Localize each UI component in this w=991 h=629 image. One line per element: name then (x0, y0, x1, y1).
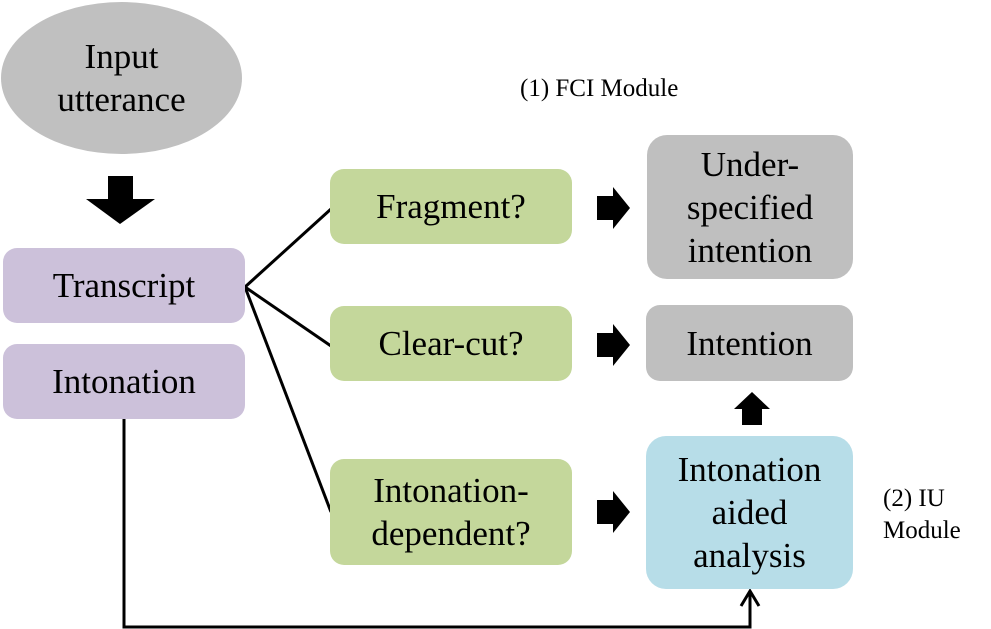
transcript-node: Transcript (3, 248, 245, 323)
intention-label: Intention (686, 323, 813, 363)
clear-cut-label: Clear-cut? (378, 324, 524, 363)
block-arrow-right-icon (597, 491, 630, 533)
transcript-label: Transcript (52, 266, 196, 305)
edge-transcript-clear-cut (244, 285, 332, 348)
intonation-node: Intonation (3, 344, 245, 419)
underspecified-intention-node: Under- specified intention (647, 135, 853, 279)
input-utterance-label: Input utterance (57, 37, 186, 119)
open-arrowhead-icon (739, 588, 761, 607)
underspecified-intention-label: Under- specified intention (686, 144, 814, 270)
edge-transcript-fragment (243, 207, 333, 289)
edge-transcript-intonation-dependent (243, 286, 333, 513)
block-arrow-right-icon (597, 187, 630, 229)
intonation-aided-analysis-label: Intonation aided analysis (677, 450, 822, 575)
intonation-dependent-label: Intonation- dependent? (371, 471, 531, 553)
fragment-decision-node: Fragment? (330, 169, 572, 244)
intention-node: Intention (646, 305, 853, 381)
iu-module-label: (2) IU Module (883, 485, 961, 544)
input-utterance-node: Input utterance (1, 2, 242, 154)
block-arrow-right-icon (597, 324, 630, 366)
intonation-aided-analysis-node: Intonation aided analysis (646, 436, 853, 589)
block-arrow-down-icon (86, 176, 155, 224)
fci-module-label: (1) FCI Module (520, 75, 679, 102)
intonation-dependent-decision-node: Intonation- dependent? (330, 459, 572, 565)
block-arrow-up-icon (734, 392, 770, 425)
fragment-label: Fragment? (376, 187, 526, 226)
intonation-label: Intonation (52, 362, 196, 401)
clear-cut-decision-node: Clear-cut? (330, 306, 572, 381)
